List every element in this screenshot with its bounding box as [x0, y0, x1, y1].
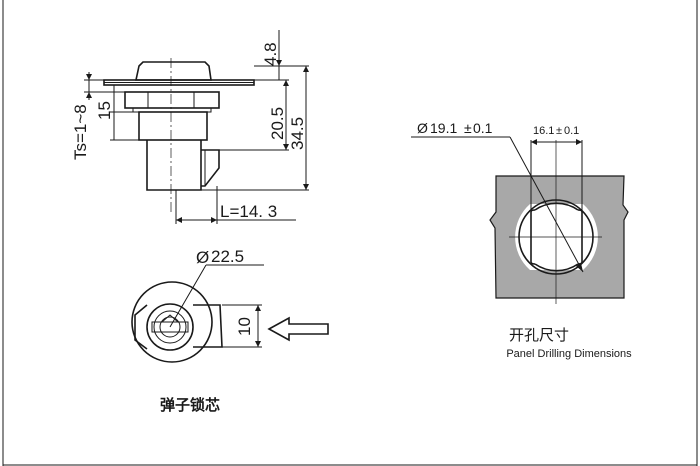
dim-bezel-diameter-symbol: Ø — [196, 248, 209, 267]
dim-15: 15 — [95, 101, 114, 120]
dim-flat-pm: ± — [556, 125, 562, 137]
side-view: Ts=1~8 15 4.8 20.5 34.5 L=14. 3 — [71, 30, 309, 224]
caption-product-cn: 弹子锁芯 — [160, 396, 220, 414]
dim-4-8: 4.8 — [261, 42, 280, 66]
caption-drilling-en: Panel Drilling Dimensions — [506, 348, 632, 360]
panel-drilling-view: Ø 19.1 ± 0.1 16.1 ± 0.1 — [411, 120, 629, 304]
dim-length: L=14. 3 — [220, 202, 277, 221]
dim-hole-tolerance: 0.1 — [473, 120, 493, 136]
dim-flat-tolerance: 0.1 — [564, 125, 579, 137]
dim-flat-width: 16.1 — [533, 125, 554, 137]
front-view: Ø 22.5 10 — [131, 247, 329, 363]
dim-bezel-diameter: 22.5 — [211, 247, 244, 266]
dim-20-5: 20.5 — [268, 107, 287, 140]
dim-ts: Ts=1~8 — [71, 104, 90, 160]
dim-hole-pm: ± — [464, 120, 472, 136]
caption-drilling-cn: 开孔尺寸 — [509, 327, 569, 344]
dim-hole-diameter: 19.1 — [430, 120, 457, 136]
dim-width-10: 10 — [235, 317, 254, 336]
dim-hole-diameter-symbol: Ø — [417, 120, 428, 136]
dim-34-5: 34.5 — [288, 117, 307, 150]
